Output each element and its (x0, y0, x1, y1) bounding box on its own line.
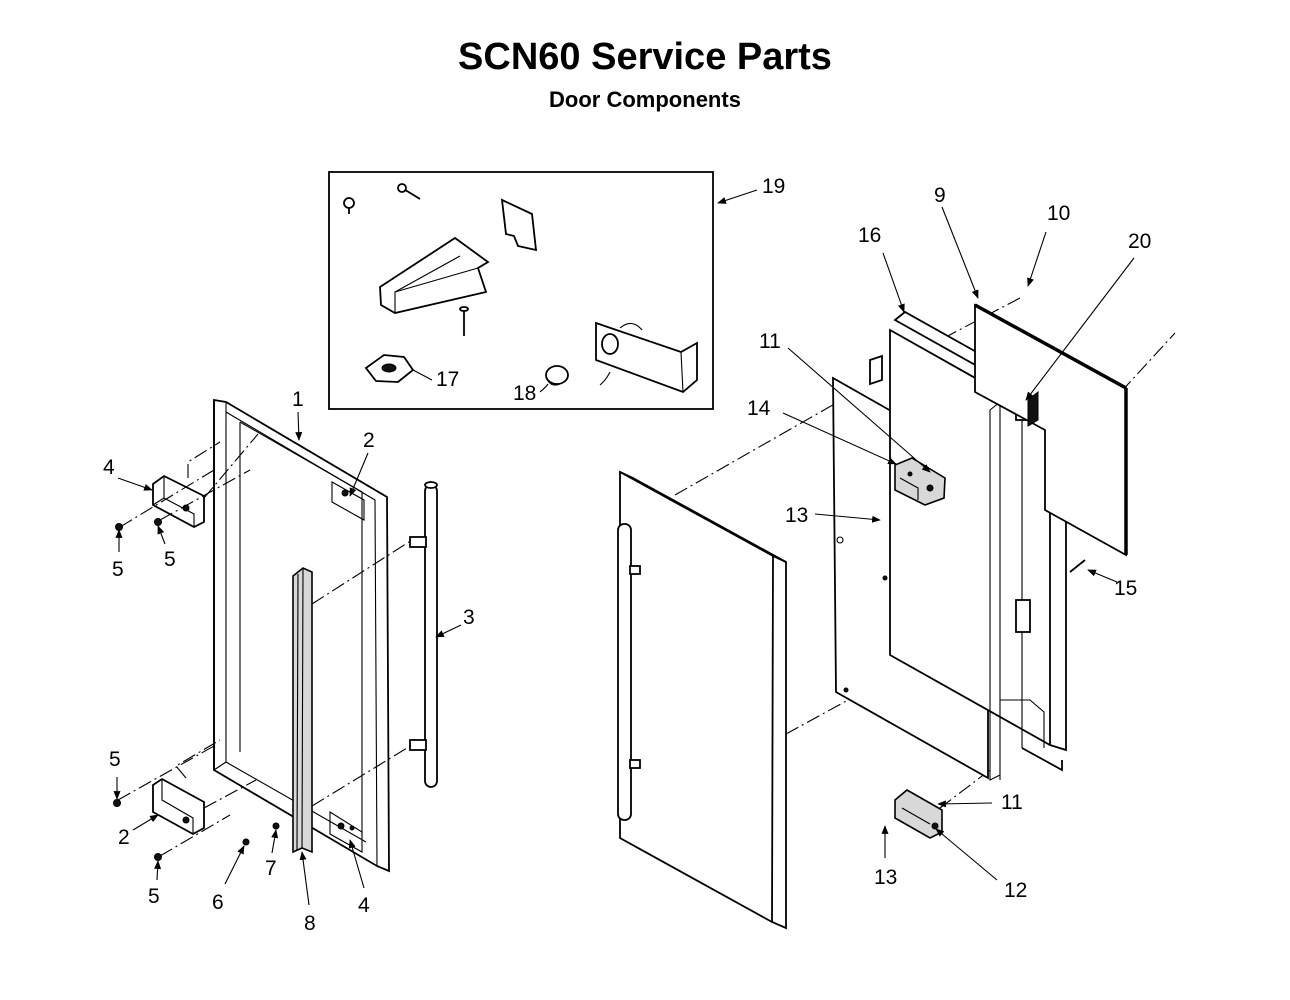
callout-20: 20 (1128, 230, 1151, 253)
kit-hinge-arm (379, 236, 490, 314)
door-handle (409, 481, 438, 788)
callout-14: 14 (747, 397, 771, 420)
callout-8: 8 (304, 912, 316, 935)
callout-3: 3 (463, 606, 475, 629)
hinge-mechanism-bottom (894, 789, 943, 839)
callout-6: 6 (212, 891, 224, 914)
left-assembly-lines (117, 433, 413, 857)
page-title: SCN60 Service Parts (458, 36, 832, 78)
callout-2: 2 (363, 429, 375, 452)
callout-9: 9 (934, 184, 946, 207)
screws-5 (113, 518, 280, 861)
pin-15 (1069, 559, 1086, 573)
outer-door-panel (617, 470, 787, 930)
callout-13: 13 (785, 504, 808, 527)
gasket-panel (974, 303, 1128, 557)
callout-13: 13 (874, 866, 897, 889)
hinge-mechanism-top (894, 457, 946, 506)
callout-5: 5 (164, 548, 176, 571)
callout-2: 2 (118, 826, 130, 849)
cap-18 (539, 365, 569, 393)
callout-5: 5 (109, 748, 121, 771)
gasket-strip (292, 567, 313, 854)
kit-pin (397, 183, 421, 200)
callout-16: 16 (858, 224, 881, 247)
callout-1: 1 (292, 388, 304, 411)
page-subtitle: Door Components (549, 87, 741, 112)
callout-19: 19 (762, 175, 785, 198)
hinge-bracket-top (152, 474, 205, 529)
kit-l-bracket (595, 321, 698, 394)
callout-12: 12 (1004, 879, 1027, 902)
callout-11: 11 (759, 330, 781, 353)
callout-17: 17 (436, 368, 459, 391)
kit-screw (343, 197, 355, 214)
callout-11: 11 (1001, 791, 1023, 814)
callout-15: 15 (1114, 577, 1137, 600)
hardware-kit-box (328, 171, 714, 410)
callout-5: 5 (112, 558, 124, 581)
leader-lines (113, 189, 1135, 906)
callout-4: 4 (103, 456, 115, 479)
callout-7: 7 (265, 857, 277, 880)
callout-10: 10 (1047, 202, 1070, 225)
kit-clip (500, 198, 538, 252)
callout-5: 5 (148, 885, 160, 908)
callout-4: 4 (358, 894, 370, 917)
callout-18: 18 (513, 382, 536, 405)
hinge-bracket-bottom (152, 777, 205, 836)
hex-bushing-17 (364, 354, 433, 383)
kit-long-pin (459, 306, 469, 336)
callout-labels: 19 1 2 4 5 5 3 5 2 5 6 7 8 4 17 18 9 10 … (103, 175, 1151, 935)
